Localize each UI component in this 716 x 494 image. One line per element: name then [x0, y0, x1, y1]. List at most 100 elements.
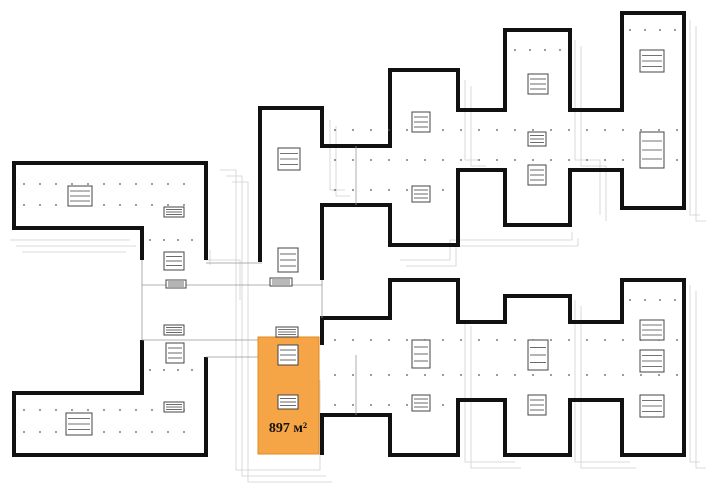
column-dot [532, 159, 534, 161]
column-dot [334, 404, 336, 406]
column-dot [370, 159, 372, 161]
column-dot [424, 374, 426, 376]
column-dot [529, 49, 531, 51]
column-dot [644, 299, 646, 301]
column-dot [191, 369, 193, 371]
column-dot [514, 49, 516, 51]
column-dot [658, 129, 660, 131]
column-dot [460, 159, 462, 161]
column-dot [442, 159, 444, 161]
column-dot [496, 374, 498, 376]
column-dot [640, 374, 642, 376]
column-dot [334, 189, 336, 191]
column-dot [550, 374, 552, 376]
column-dot [149, 369, 151, 371]
column-dot [586, 159, 588, 161]
column-dot [352, 189, 354, 191]
column-dot [532, 374, 534, 376]
column-dot [568, 374, 570, 376]
column-dot [622, 129, 624, 131]
column-dot [177, 369, 179, 371]
column-dot [23, 431, 25, 433]
column-dot [370, 129, 372, 131]
column-dot [55, 431, 57, 433]
column-dot [334, 374, 336, 376]
column-dot [442, 404, 444, 406]
column-dot [334, 159, 336, 161]
column-dot [55, 204, 57, 206]
column-dot [71, 183, 73, 185]
column-dot [87, 409, 89, 411]
column-dot [370, 404, 372, 406]
column-dot [87, 183, 89, 185]
column-dot [103, 409, 105, 411]
column-dot [23, 409, 25, 411]
column-dot [496, 339, 498, 341]
column-dot [370, 189, 372, 191]
column-dot [442, 189, 444, 191]
column-dot [478, 339, 480, 341]
column-dot [183, 431, 185, 433]
column-dot [568, 129, 570, 131]
column-dot [676, 339, 678, 341]
column-dot [676, 374, 678, 376]
column-dot [586, 129, 588, 131]
column-dot [352, 339, 354, 341]
shadow-lines [10, 20, 706, 483]
column-dot [103, 204, 105, 206]
column-dot [39, 409, 41, 411]
column-dot [496, 159, 498, 161]
column-dot [514, 159, 516, 161]
column-dot [167, 431, 169, 433]
column-dot [39, 183, 41, 185]
column-dot [167, 183, 169, 185]
column-dot [622, 339, 624, 341]
column-dot [478, 129, 480, 131]
column-dot [442, 129, 444, 131]
column-dot [370, 374, 372, 376]
column-dot [640, 129, 642, 131]
column-dot [460, 129, 462, 131]
column-dot [191, 239, 193, 241]
column-dot [388, 339, 390, 341]
column-dot [39, 431, 41, 433]
column-dot [604, 129, 606, 131]
column-dot [659, 29, 661, 31]
column-dot [163, 239, 165, 241]
column-dot [151, 183, 153, 185]
column-dot [135, 409, 137, 411]
column-dot [442, 339, 444, 341]
column-dot [676, 129, 678, 131]
column-dot [388, 159, 390, 161]
column-dot [674, 29, 676, 31]
column-dot [568, 339, 570, 341]
column-dot [496, 129, 498, 131]
column-dot [644, 29, 646, 31]
column-dot [103, 431, 105, 433]
column-dot [352, 159, 354, 161]
column-dot [163, 369, 165, 371]
column-dot [352, 374, 354, 376]
column-dot [550, 339, 552, 341]
column-dot [568, 159, 570, 161]
column-dot [149, 239, 151, 241]
column-dot [103, 183, 105, 185]
column-dot [674, 299, 676, 301]
column-dot [334, 129, 336, 131]
column-dot [478, 159, 480, 161]
column-dot [586, 339, 588, 341]
column-dot [388, 374, 390, 376]
column-dot [352, 404, 354, 406]
column-dot [135, 183, 137, 185]
column-dot [659, 299, 661, 301]
column-dot [388, 404, 390, 406]
column-dot [23, 183, 25, 185]
column-dot [604, 339, 606, 341]
column-dot [406, 374, 408, 376]
column-dot [23, 204, 25, 206]
column-dot [177, 239, 179, 241]
column-dot [151, 409, 153, 411]
column-dot [55, 183, 57, 185]
column-dot [352, 129, 354, 131]
